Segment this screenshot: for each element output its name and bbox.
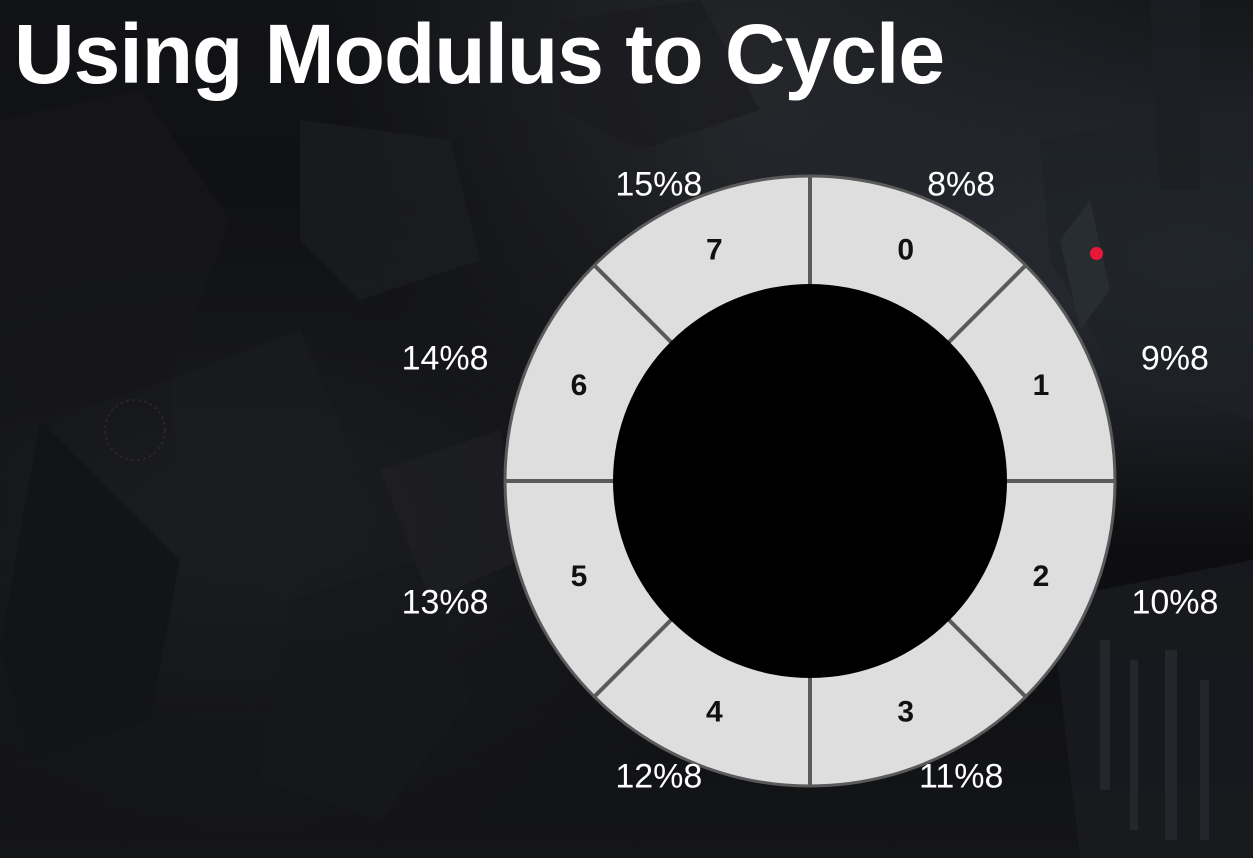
segment-divider <box>944 615 1028 699</box>
segment-number-6: 6 <box>571 369 588 402</box>
slide-title: Using Modulus to Cycle <box>14 7 945 101</box>
record-indicator-dot <box>1090 247 1103 260</box>
wheel-inner-circle <box>613 284 1007 678</box>
segment-number-7: 7 <box>706 234 723 267</box>
segment-divider <box>944 263 1028 347</box>
modulus-expression-label: 8%8 <box>927 165 996 204</box>
segment-divider <box>592 263 676 347</box>
modulus-expression-label: 15%8 <box>615 165 703 204</box>
segment-number-2: 2 <box>1033 560 1050 593</box>
modulus-expression-label: 10%8 <box>1131 583 1219 622</box>
segment-number-3: 3 <box>897 695 914 728</box>
segment-number-0: 0 <box>897 234 914 267</box>
modulus-expression-label: 13%8 <box>401 583 489 622</box>
segment-number-5: 5 <box>571 560 588 593</box>
modulus-expression-label: 12%8 <box>615 757 703 796</box>
segment-number-4: 4 <box>706 695 723 728</box>
segment-number-1: 1 <box>1033 369 1050 402</box>
modulus-expression-label: 9%8 <box>1140 339 1209 378</box>
segment-divider <box>592 615 676 699</box>
modulus-expression-label: 11%8 <box>918 757 1004 796</box>
modulus-expression-label: 14%8 <box>401 339 489 378</box>
